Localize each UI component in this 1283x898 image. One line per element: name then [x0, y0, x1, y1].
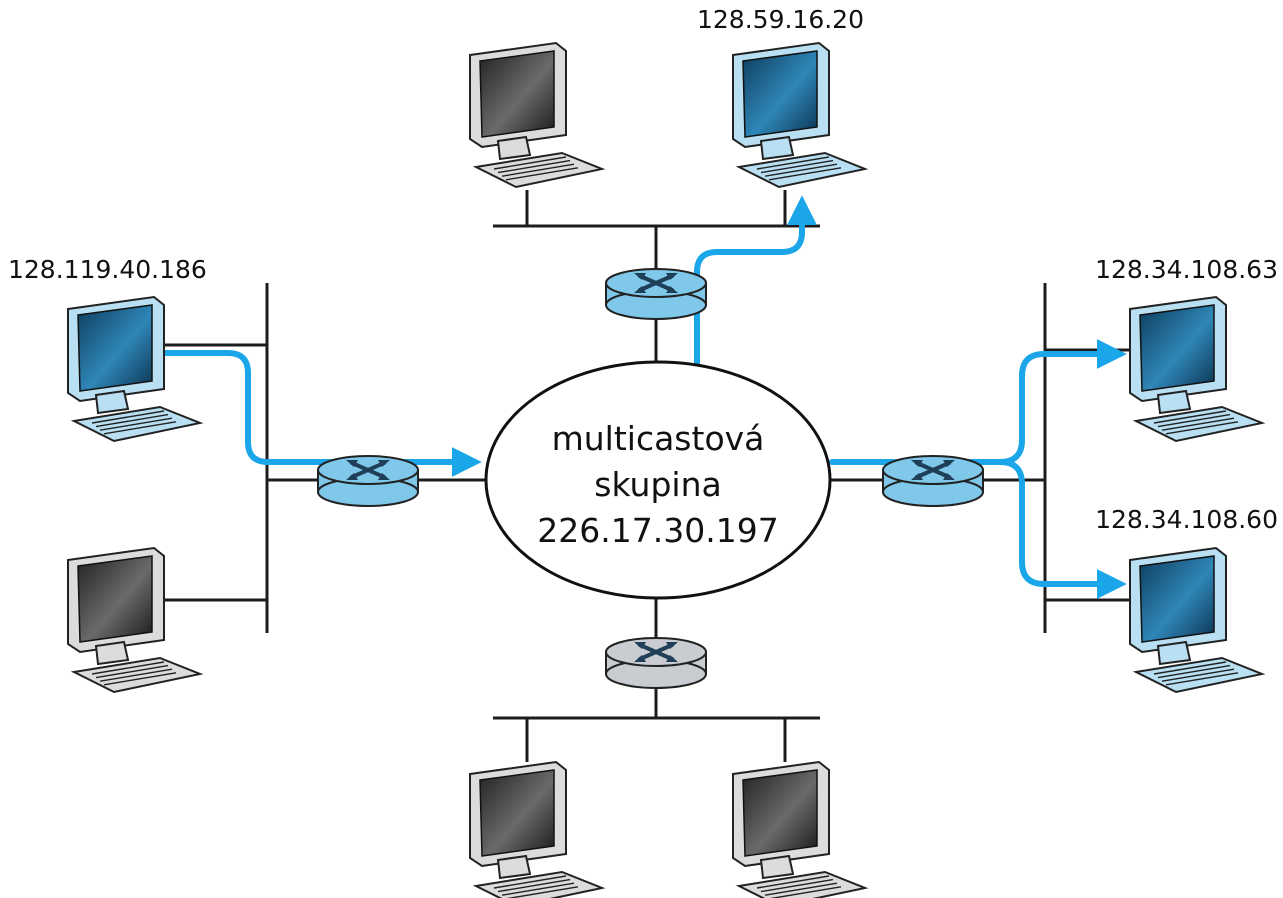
desktop-computer-icon [1129, 546, 1266, 694]
desktop-computer-icon [1129, 295, 1266, 443]
screen [1139, 304, 1215, 392]
host-left-top[interactable] [67, 295, 204, 443]
screen [1139, 555, 1215, 643]
host-bottom-left[interactable] [469, 760, 606, 898]
router-arrows-icon [634, 273, 678, 293]
flow-to-top-host [694, 195, 817, 373]
screen [77, 304, 153, 392]
address-right-bottom: 128.34.108.60 [1095, 505, 1278, 534]
hosts [67, 41, 1266, 898]
multicast-group-address: 226.17.30.197 [537, 511, 778, 550]
host-top-right[interactable] [732, 41, 869, 189]
multicast-flow [162, 195, 1127, 599]
router-left [317, 455, 419, 507]
host-left-bottom[interactable] [67, 546, 204, 694]
address-top-right: 128.59.16.20 [697, 5, 864, 34]
desktop-computer-icon [67, 295, 204, 443]
router-bottom [605, 637, 707, 689]
desktop-computer-icon [67, 546, 204, 694]
router-right [882, 455, 984, 507]
desktop-computer-icon [469, 760, 606, 898]
host-address-labels: 128.119.40.186 128.59.16.20 128.34.108.6… [8, 5, 1278, 534]
router-icon [605, 637, 707, 689]
router-arrows-icon [911, 460, 955, 480]
desktop-computer-icon [469, 41, 606, 189]
host-right-bottom[interactable] [1129, 546, 1266, 694]
routers [317, 268, 984, 689]
router-icon [605, 268, 707, 320]
desktop-computer-icon [732, 41, 869, 189]
router-arrows-icon [634, 642, 678, 662]
multicast-group: multicastová skupina 226.17.30.197 [484, 360, 832, 600]
multicast-group-label-line1: multicastová [552, 419, 765, 458]
router-icon [882, 455, 984, 507]
screen [479, 50, 555, 138]
host-top-left[interactable] [469, 41, 606, 189]
screen [479, 769, 555, 857]
host-bottom-right[interactable] [732, 760, 869, 898]
address-left-top: 128.119.40.186 [8, 255, 207, 284]
router-icon [317, 455, 419, 507]
screen [742, 50, 818, 138]
flow-to-right-top-host [829, 339, 1127, 465]
multicast-group-ellipse [484, 360, 832, 600]
router-arrows-icon [346, 460, 390, 480]
router-top [605, 268, 707, 320]
screen [742, 769, 818, 857]
flow-to-right-bottom-host [997, 459, 1127, 599]
desktop-computer-icon [732, 760, 869, 898]
address-right-top: 128.34.108.63 [1095, 255, 1278, 284]
screen [77, 555, 153, 643]
flow-from-source [162, 350, 482, 477]
host-right-top[interactable] [1129, 295, 1266, 443]
multicast-group-label-line2: skupina [594, 465, 721, 504]
